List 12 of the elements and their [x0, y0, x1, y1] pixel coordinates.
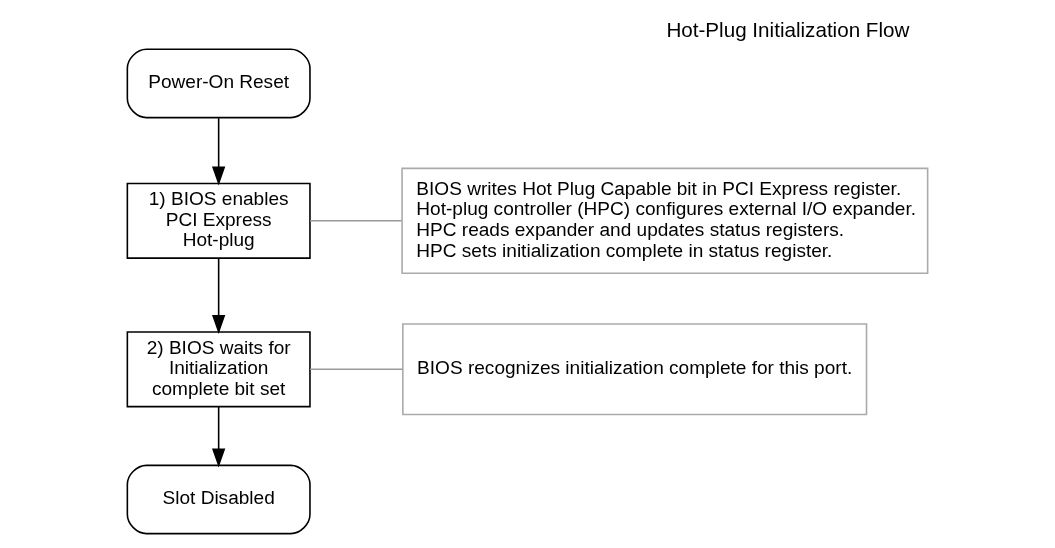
connector — [309, 220, 403, 222]
node-box: BIOS recognizes initialization complete for this port. — [402, 323, 868, 416]
connector — [309, 368, 404, 371]
node-box: BIOS writes Hot Plug Capable bit in PCI Express register. Hot-plug controller (HPC) configures external I/O expander. HPC reads expander and updates status registers. HPC sets initialization complete in status register. — [401, 167, 929, 274]
arrow — [211, 257, 226, 335]
arrow — [211, 406, 226, 468]
node-box: Power-On Reset — [126, 48, 311, 119]
diagram-title: Hot-Plug Initialization Flow — [666, 18, 910, 42]
arrow — [211, 117, 226, 186]
node-box: 1) BIOS enables PCI Express Hot-plug — [126, 182, 311, 259]
node-box: Slot Disabled — [126, 464, 311, 535]
node-box: 2) BIOS waits for Initialization complete bit set — [126, 331, 311, 408]
